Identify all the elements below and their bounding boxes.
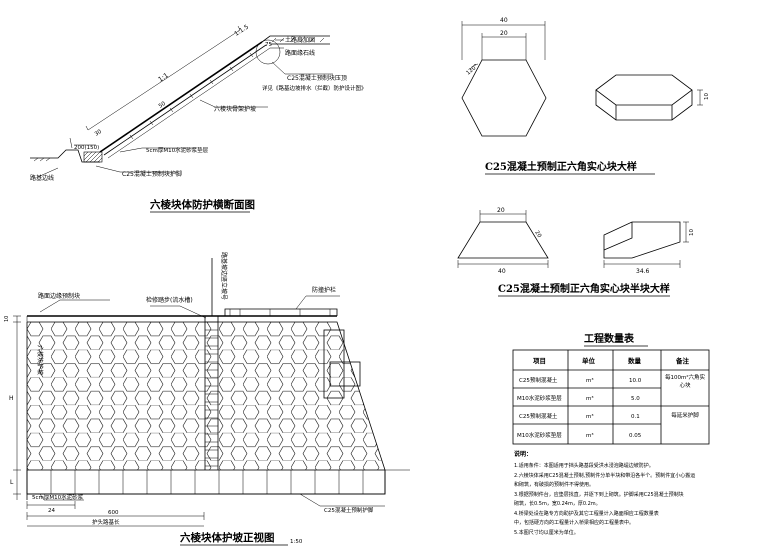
remark-hex-block: 每100m²六角实心块 — [664, 375, 706, 389]
height-h-label: H — [9, 395, 14, 402]
hex-block-detail: 40 20 120° 10 C25混凝土预制正六角实心块大样 — [461, 17, 710, 175]
dim-600-label: 600 — [108, 510, 119, 516]
half-dim-width: 34.6 — [636, 268, 650, 275]
base-size-label: 200(150) — [74, 145, 99, 151]
row3-item: C25预制混凝土 — [519, 412, 558, 420]
note-3b: 砌筑，长0.5m，宽0.24m，厚0.2m。 — [514, 500, 601, 507]
dim-24-label: 24 — [48, 508, 55, 514]
note-4: 4.桥梁处设在路专方向助护及其它工程量计入路面相应工程数量表 — [514, 510, 659, 517]
slope-ratio-label: 1:1.5 — [233, 23, 250, 37]
hex-angle-label: 120° — [465, 63, 479, 76]
notes-block: 说明： 1.适用条件：本图适用于挡头路基段受洪水浸泡路堤边坡防护。 2.六棱块体… — [514, 450, 695, 536]
row3-unit: m³ — [586, 413, 594, 420]
row3-qty: 0.1 — [631, 414, 640, 420]
c25-foot-label: C25混凝土预制块护脚 — [122, 170, 182, 178]
half-block-plan — [457, 221, 549, 259]
row1-unit: m³ — [586, 377, 594, 384]
mortar-elev-label: 5cm厚M10水泥砂浆 — [32, 493, 84, 501]
mortar-layer-label: 5cm厚M10水泥砂浆垫层 — [146, 146, 209, 154]
cross-section-title: 六棱块体防护横断面图 — [150, 198, 255, 211]
half-block-detail: 20 40 20 34.6 10 C25混凝土预制正六角实心块半块大样 — [457, 207, 695, 297]
row2-unit: m³ — [586, 395, 594, 402]
row4-unit: m³ — [586, 432, 594, 439]
quantity-table: 工程数量表 项目 单位 数量 备注 C25预制混凝土 m³ 10.0 M10水泥… — [512, 332, 710, 445]
dim-l-label: L — [10, 479, 14, 486]
row4-qty: 0.05 — [629, 433, 642, 439]
elevation-diagram: 路面边缘预制块 检修踏步(流水槽) 路基坡边竖立坡号 防撞护栏 六棱块护坡 H … — [4, 252, 410, 546]
half-dim-bottom: 40 — [498, 268, 506, 275]
ratio-1-1-label: 1:1 — [157, 71, 170, 83]
note-2b: 和砌筑，有破损的预制件不得使用。 — [514, 481, 594, 488]
slope-vertical-label: 路基坡边竖立坡号 — [220, 252, 228, 300]
guardrail-label: 防撞护栏 — [312, 286, 336, 294]
note-2: 2.六棱块体采用C25混凝土预制,预制件分单半块和带沿各半个。预制件宜小心搬运 — [514, 472, 695, 479]
note-1: 1.适用条件：本图适用于挡头路基段受洪水浸泡路堤边坡防护。 — [514, 462, 654, 469]
foot-length-label: 护头路基长 — [92, 518, 120, 526]
dim-75: 75 — [265, 42, 272, 48]
row4-item: M10水泥砂浆垫层 — [517, 431, 562, 439]
half-dim-top: 20 — [497, 207, 505, 214]
note-3: 3.根据预制件台，应垫层找直，并逐下到上砌筑。护脚采用C25混凝土预制块 — [514, 491, 684, 498]
dim-10-label: 10 — [4, 316, 10, 322]
c25-foot-elev-label: C25混凝土预制护脚 — [324, 506, 374, 514]
elevation-scale: 1:50 — [290, 539, 303, 545]
stairs-label: 检修踏步(流水槽) — [146, 296, 193, 304]
dim-50: 50 — [158, 101, 168, 110]
hex-dim-width: 40 — [500, 17, 508, 24]
hex-block-title: C25混凝土预制正六角实心块大样 — [485, 160, 637, 173]
c25-edge-label: C25混凝土预制块压顶 — [287, 74, 347, 82]
hex-slope-label: 六棱块骨架护坡 — [214, 105, 256, 113]
road-shoulder-label: 土路肩加固 — [285, 36, 315, 44]
dim-30: 30 — [94, 129, 104, 138]
half-dim-height: 10 — [689, 229, 695, 236]
th-qty: 数量 — [628, 356, 642, 365]
note-4b: 中，包括硬方向的工程量计入桥梁相应的工程量表中。 — [514, 519, 634, 526]
road-edge-block-label: 路面边缘预制块 — [38, 292, 80, 300]
th-item: 项目 — [533, 356, 546, 365]
half-block-title: C25混凝土预制正六角实心块半块大样 — [498, 282, 670, 295]
hex-dim-inner: 20 — [500, 30, 508, 37]
note-5: 5.本图尺寸均以厘米为单位。 — [514, 529, 579, 536]
see-drawing-label: 详见《路基边坡排水（拦截）防护设计图》 — [262, 84, 367, 92]
row1-item: C25预制混凝土 — [519, 376, 558, 384]
th-unit: 单位 — [582, 356, 596, 365]
hex-side-label: 六棱块护坡 — [36, 345, 44, 375]
half-dim-side: 20 — [533, 230, 542, 240]
row2-qty: 5.0 — [631, 396, 640, 402]
remark-foot: 每延米护脚 — [671, 413, 699, 419]
elevation-title: 六棱块体护坡正视图 — [180, 531, 275, 544]
th-remark: 备注 — [675, 356, 690, 365]
road-edge-label: 路面缘石线 — [285, 49, 315, 57]
roadbed-edge-label: 路基边线 — [30, 174, 54, 182]
row2-item: M10水泥砂浆垫层 — [517, 394, 562, 402]
quantity-table-title: 工程数量表 — [584, 332, 635, 345]
hex-thickness: 10 — [704, 93, 710, 100]
row1-qty: 10.0 — [629, 378, 642, 384]
cross-section-diagram: 1:1.5 土路肩加固 路面缘石线 1:1 75 50 30 200(150) … — [30, 23, 367, 213]
hex-plan-shape — [461, 59, 547, 137]
notes-title: 说明： — [514, 450, 532, 458]
